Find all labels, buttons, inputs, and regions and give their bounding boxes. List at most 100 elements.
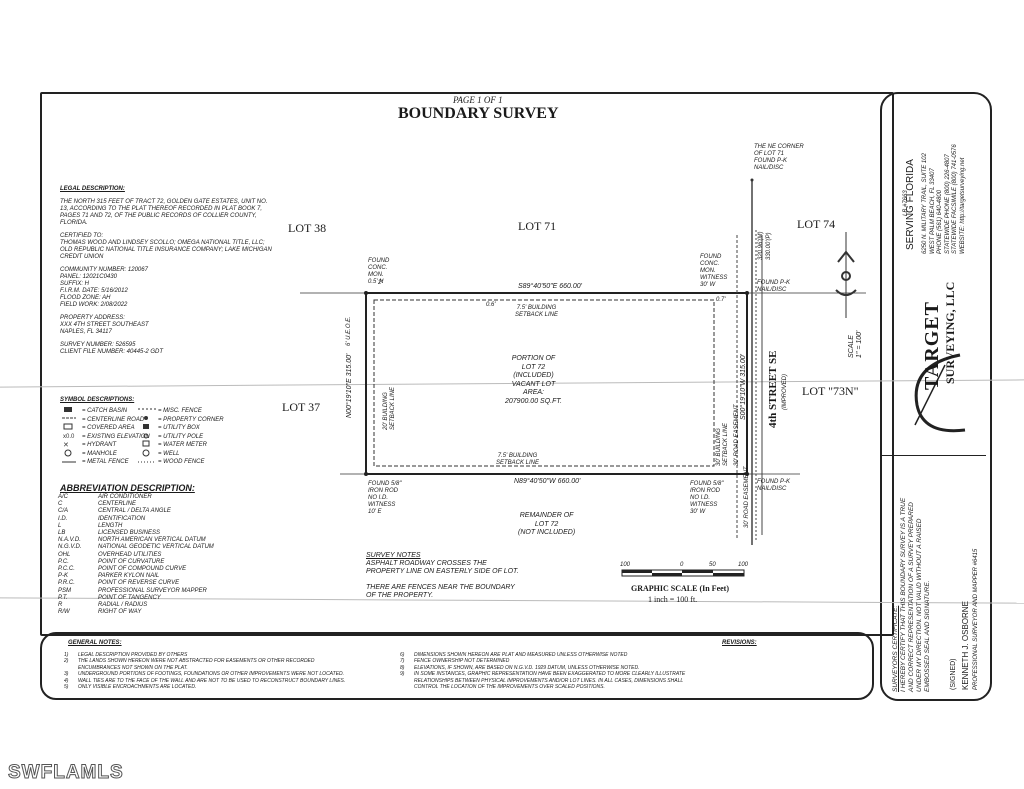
distance-plat: 330.00'(P)	[766, 232, 772, 261]
scale-tick: 100	[738, 562, 749, 568]
abbrev-value: OVERHEAD UTILITIES	[98, 551, 162, 558]
note-number	[400, 684, 414, 690]
abbrev-key: L	[58, 522, 62, 529]
certified-line: CREDIT UNION	[60, 254, 104, 260]
note-line: SETBACK LINE	[496, 460, 540, 466]
abbrev-heading: ABBREVIATION DESCRIPTION:	[60, 483, 195, 493]
title-block-divider	[882, 455, 986, 456]
symbol-item: = UTILITY BOX	[158, 425, 200, 431]
abbrev-key: R/W	[58, 609, 70, 616]
abbrev-key: P.C.	[58, 558, 69, 565]
setback-east-note: 30' BUILDING SETBACK LINE	[716, 423, 730, 466]
distance-measured: 320.96'(M)	[758, 231, 764, 261]
note-number: 6)	[400, 652, 405, 658]
note-text: THE LANDS SHOWN HEREON WERE NOT ABSTRACT…	[78, 658, 315, 665]
found-nw-note: FOUND CONC. MON. 0.5' N	[368, 258, 389, 286]
abbrev-key: C/A	[58, 508, 69, 515]
note-text: DIMENSIONS SHOWN HEREON ARE PLAT AND MEA…	[414, 652, 628, 658]
abbrev-value: NORTH AMERICAN VERTICAL DATUM	[98, 537, 206, 544]
note-text: RELATIONSHIPS BETWEEN PHYSICAL IMPROVEME…	[414, 677, 684, 684]
logo-main: TARGET	[921, 301, 943, 390]
note-line: PORTION OF	[511, 355, 556, 362]
company-address: 6250 N. MILITARY TRAIL, SUITE 102 WEST P…	[922, 144, 967, 254]
note-line: SETBACK LINE	[390, 386, 396, 430]
note-number: 2)	[64, 658, 69, 665]
general-notes-box	[40, 632, 874, 700]
abbrev-value: POINT OF CURVATURE	[98, 558, 165, 565]
east-bearing: S00°19'10"W 315.00'	[740, 354, 747, 420]
north-bearing: S89°40'50"E 660.00'	[518, 283, 583, 290]
parcel-boundary	[365, 292, 748, 475]
note-number: 3)	[64, 671, 69, 678]
note-line: FOUND 5/8"	[368, 481, 402, 487]
symbol-glyphs-right	[138, 408, 156, 463]
certified-line: OLD REPUBLIC NATIONAL TITLE INSURANCE CO…	[60, 247, 272, 253]
info-line: COMMUNITY NUMBER: 120067	[60, 267, 148, 273]
note-text: UNDERGROUND PORTIONS OF FOOTINGS, FOUNDA…	[78, 671, 345, 678]
setback-bottom-note: 7.5' BUILDING SETBACK LINE	[496, 453, 539, 467]
surveyor-certificate: SURVEYORS CERTIFICATE: I HEREBY CERTIFY …	[892, 498, 932, 692]
note-line: OF LOT 71	[754, 151, 784, 157]
abbrev-key: P.R.C.	[58, 580, 75, 587]
survey-drawing	[300, 178, 866, 577]
logo-sub: SURVEYING, LLC	[943, 281, 957, 384]
note-text: ENCUMBRANCES NOT SHOWN ON THE PLAT.	[78, 664, 188, 671]
note-line: 30' W	[690, 509, 706, 515]
note-line: WITNESS	[368, 502, 396, 508]
symbol-item: = WATER METER	[158, 442, 207, 448]
symbol-item: = COVERED AREA	[82, 425, 135, 431]
note-line: MON.	[700, 268, 716, 274]
abbrev-value: LENGTH	[98, 522, 123, 529]
cert-line: I HEREBY CERTIFY THAT THIS BOUNDARY SURV…	[900, 497, 907, 692]
note-line: PROPERTY LINE ON EASTERLY SIDE OF LOT.	[366, 568, 519, 575]
abbrev-key: LB	[58, 530, 66, 537]
abbrev-value: AIR CONDITIONER	[98, 494, 152, 500]
note-line: 207900.00 SQ.FT.	[505, 397, 562, 405]
legal-line: PAGES 71 AND 72, OF THE PUBLIC RECORDS O…	[60, 213, 257, 219]
revisions-heading: REVISIONS:	[722, 640, 757, 646]
title-block	[880, 92, 992, 701]
note-line: FOUND P-K	[757, 280, 790, 286]
abbrev-value: RIGHT OF WAY	[98, 609, 142, 616]
address-line: NAPLES, FL 34117	[60, 329, 112, 335]
general-notes-right: 6) DIMENSIONS SHOWN HEREON ARE PLAT AND M…	[400, 652, 685, 690]
address-line: PHONE (561) 640-4800	[937, 189, 943, 254]
property-corner-icon	[745, 472, 749, 476]
found-se-note: FOUND 5/8" IRON ROD NO I.D. WITNESS 30' …	[690, 481, 723, 516]
lot-73n-label: LOT "73N"	[802, 384, 859, 398]
catch-basin-icon	[64, 407, 72, 412]
note-line: 0.5' N	[368, 279, 384, 285]
general-notes-heading: GENERAL NOTES:	[68, 640, 122, 646]
note-text: WALL TIES ARE TO THE FACE OF THE WALL AN…	[78, 677, 346, 684]
address-heading: PROPERTY ADDRESS:	[60, 315, 125, 321]
legal-line: FLORIDA.	[60, 220, 88, 226]
note-line: NAIL/DISC	[757, 486, 787, 492]
abbrev-value: POINT OF COMPOUND CURVE	[98, 566, 187, 573]
ue-label: 6' U.E.O.E.	[346, 316, 352, 346]
certified-heading: CERTIFIED TO:	[60, 233, 104, 239]
note-line: FOUND	[700, 254, 722, 260]
info-line: PANEL: 12021C0430	[60, 274, 117, 280]
target-logo-icon	[914, 353, 966, 433]
note-number: 7)	[400, 658, 405, 665]
symbol-item: = METAL FENCE	[82, 459, 129, 465]
abbrev-value: CENTERLINE	[98, 501, 137, 508]
note-line: LOT 72	[521, 363, 546, 371]
address-line: STATEWIDE PHONE (800) 226-4807	[944, 154, 951, 254]
abbrev-key: P.T.	[58, 594, 68, 601]
scale-tick: 0	[680, 562, 684, 568]
note-line: 30' BUILDING	[716, 428, 722, 466]
offset-mark: 2'	[378, 280, 383, 286]
abbrev-value: POINT OF REVERSE CURVE	[98, 580, 180, 587]
note-line: SCALE	[848, 335, 855, 358]
note-text: ONLY VISIBLE ENCROACHMENTS ARE LOCATED.	[78, 684, 197, 691]
elevation-icon: x0.0	[63, 434, 75, 440]
lot-38-label: LOT 38	[288, 221, 327, 235]
property-corner-icon	[364, 472, 368, 476]
note-line: (INCLUDED)	[513, 372, 554, 379]
abbrev-key: N.G.V.D.	[58, 544, 82, 551]
abbrev-value: POINT OF TANGENCY	[98, 594, 161, 601]
note-line: 20' BUILDING	[383, 392, 389, 430]
survey-notes: SURVEY NOTES ASPHALT ROADWAY CROSSES THE…	[366, 552, 519, 600]
legal-heading: LEGAL DESCRIPTION:	[60, 186, 125, 192]
